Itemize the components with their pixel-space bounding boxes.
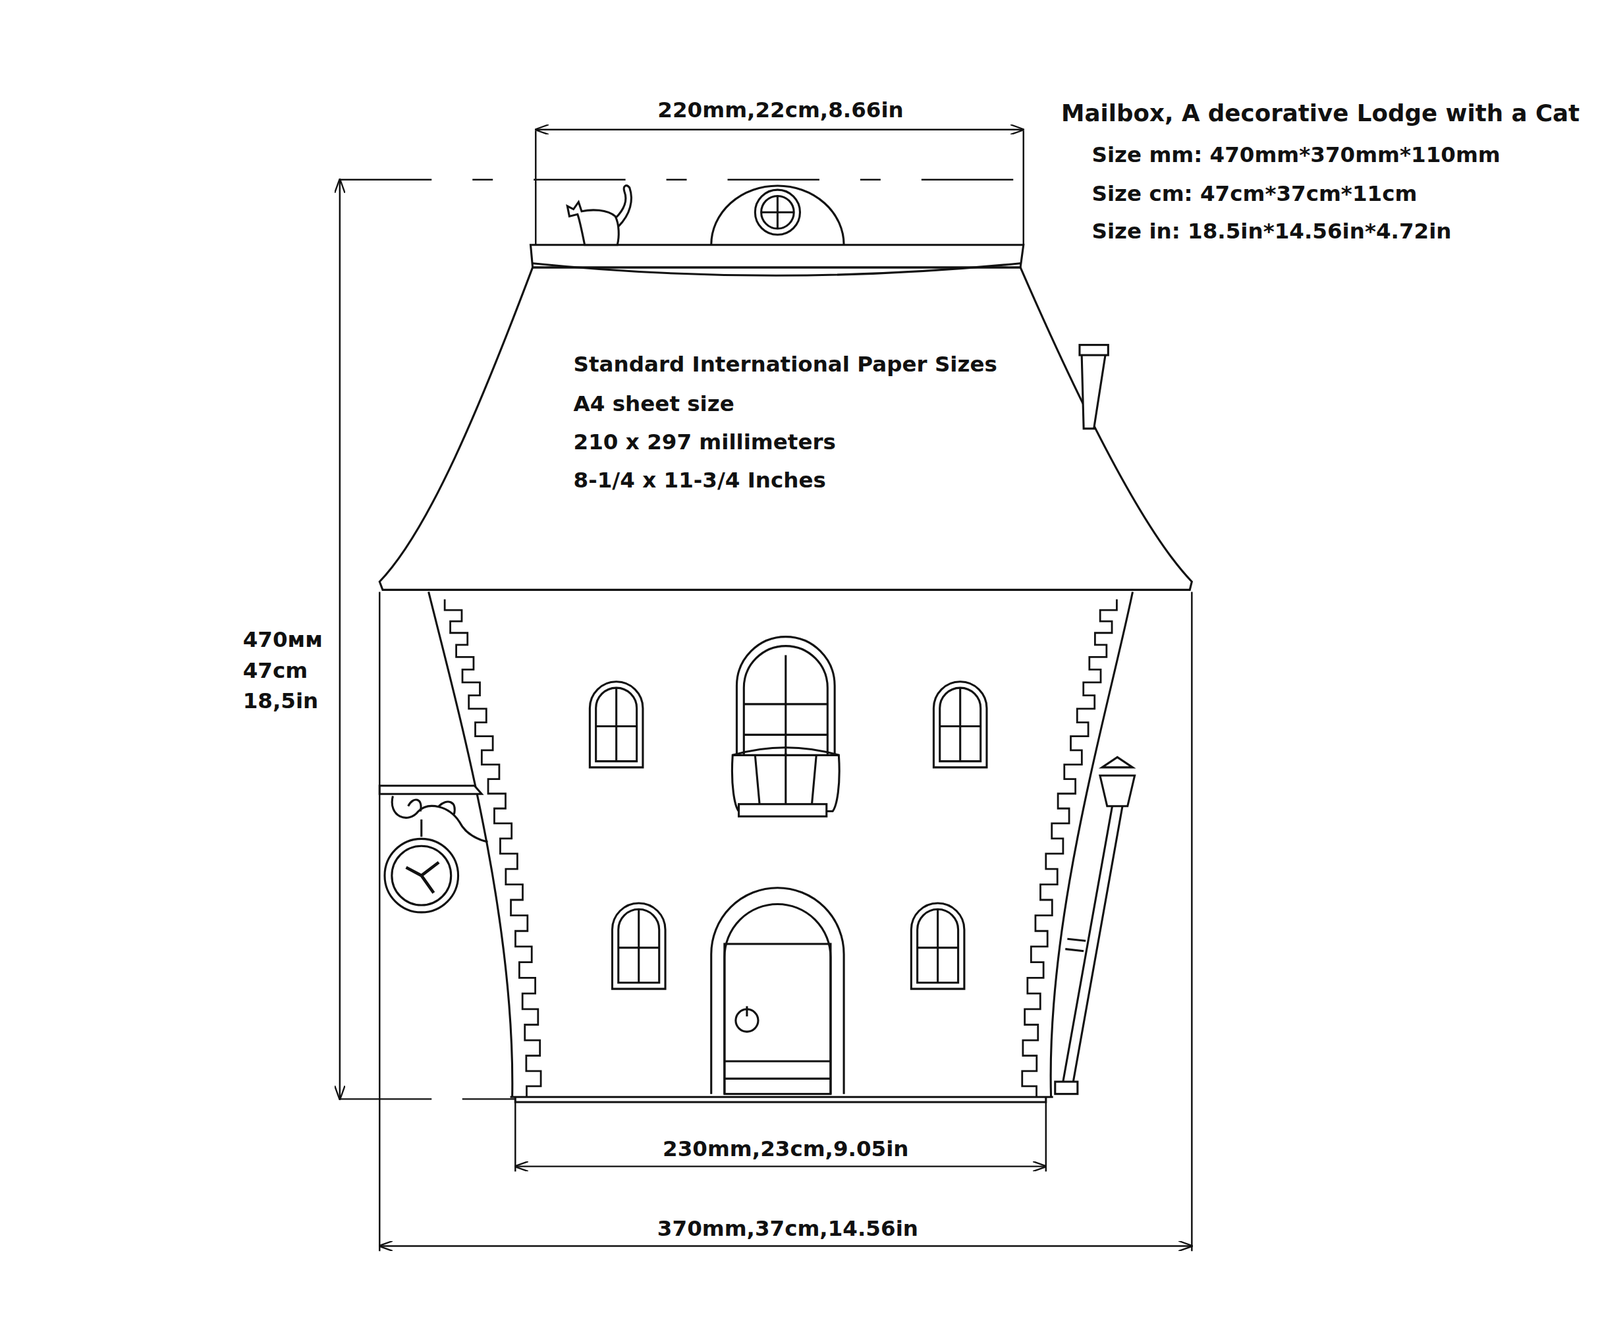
dimension-lines xyxy=(339,129,1192,1251)
dimension-label: 220mm,22cm,8.66in xyxy=(657,98,904,123)
dimension-label: Size in: 18.5in*14.56in*4.72in xyxy=(1092,219,1452,244)
dimension-label: 8-1/4 x 11-3/4 Inches xyxy=(573,468,827,493)
dimension-label: 18,5in xyxy=(243,689,319,714)
title-text: Mailbox, A decorative Lodge with a Cat xyxy=(1061,100,1580,128)
dimension-label: 210 x 297 millimeters xyxy=(573,429,836,454)
dimension-label: 230mm,23cm,9.05in xyxy=(662,1136,909,1162)
dimension-label: 370mm,37cm,14.56in xyxy=(657,1216,919,1242)
dimension-label: A4 sheet size xyxy=(573,391,735,417)
dimension-label: 47cm xyxy=(243,658,308,683)
dimension-label: 470мм xyxy=(243,627,323,653)
dimension-label: Standard International Paper Sizes xyxy=(573,351,998,377)
dimension-label: Size cm: 47cm*37cm*11cm xyxy=(1092,181,1418,207)
dimension-label: Size mm: 470mm*370mm*110mm xyxy=(1092,142,1501,168)
